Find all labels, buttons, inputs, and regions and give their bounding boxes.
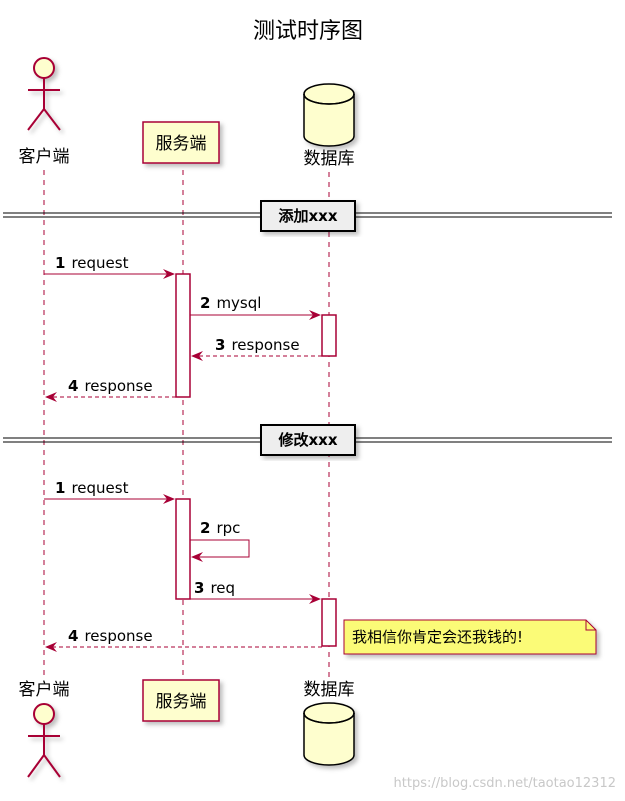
- actor-client-bottom: [27, 703, 61, 778]
- section-divider-add: [3, 200, 612, 232]
- actor-client-top: [27, 57, 61, 131]
- participant-server-box-bottom: [142, 679, 220, 722]
- participant-client-label-bottom: 客户端: [19, 680, 70, 700]
- participant-db-label-top: 数据库: [304, 149, 355, 169]
- diagram-title: 测试时序图: [253, 19, 363, 44]
- activation-server-2: [175, 498, 191, 600]
- database-icon-bottom: [303, 702, 355, 766]
- watermark-text: https://blog.csdn.net/taotao12312: [394, 776, 616, 791]
- activation-db-1: [321, 314, 337, 357]
- database-icon-top: [303, 83, 355, 147]
- section-label-add: 添加xxx: [278, 207, 337, 225]
- section-divider-modify: [3, 424, 612, 456]
- note-text: 我相信你肯定会还我钱的!: [352, 628, 523, 646]
- activation-db-2: [321, 598, 337, 647]
- participant-server-label-top: 服务端: [156, 134, 207, 154]
- participant-client-label-top: 客户端: [19, 147, 70, 167]
- note-box: [343, 619, 597, 655]
- message-arrow-2-2-self: [190, 539, 250, 562]
- activation-server-1: [175, 273, 191, 398]
- participant-db-label-bottom: 数据库: [304, 680, 355, 700]
- participant-server-label-bottom: 服务端: [156, 692, 207, 712]
- section-label-modify: 修改xxx: [277, 431, 337, 449]
- participant-server-box-top: [142, 121, 220, 164]
